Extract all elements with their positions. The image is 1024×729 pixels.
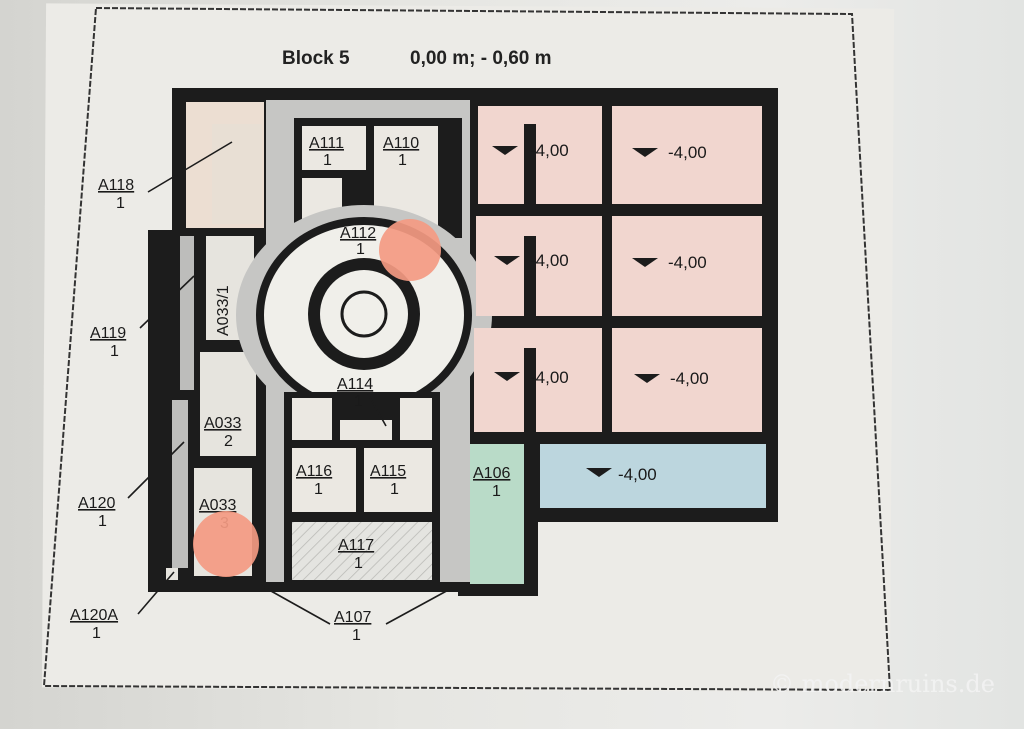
callout-label-code: A119 (90, 325, 126, 342)
room-label-num: 1 (314, 481, 323, 498)
level-label: -4,00 (618, 465, 657, 484)
room-label-code: A106 (473, 465, 510, 482)
central-ring (340, 290, 388, 338)
room-label-num: 1 (390, 481, 399, 498)
callout-label-code: A118 (98, 177, 134, 194)
room-label-code: A117 (338, 537, 374, 554)
room-label-code: A033 (204, 415, 241, 432)
level-marker-icon (586, 468, 612, 477)
corridor-a119 (180, 236, 194, 390)
basin-6 (612, 328, 762, 432)
callout-label-num: 1 (352, 627, 361, 644)
basin-blue (540, 444, 766, 508)
level-label: -4,00 (530, 141, 569, 160)
level-marker-icon (494, 372, 520, 381)
callout-label-code: A120 (78, 495, 115, 512)
basin-5 (474, 328, 602, 432)
room-label-code: A116 (296, 463, 332, 480)
basin-4 (612, 216, 762, 316)
callout-label-code: A120A (70, 607, 118, 624)
room-label-num: 1 (492, 483, 501, 500)
room-label-num: 1 (398, 152, 407, 169)
level-marker-icon (492, 146, 518, 155)
room-a117 (292, 522, 432, 580)
room-a114-annex (340, 420, 392, 440)
room-a111 (302, 126, 366, 170)
callout-label-num: 1 (110, 343, 119, 360)
level-marker-icon (634, 374, 660, 383)
watermark: © modernruins.de (770, 670, 995, 698)
room-label-num: 1 (354, 555, 363, 572)
room-label-num: 1 (356, 241, 365, 258)
level-label: -4,00 (668, 143, 707, 162)
room-a033-2 (200, 352, 256, 456)
room-a116 (292, 448, 356, 512)
sheet-frame (42, 6, 892, 692)
highlight-marker (379, 219, 441, 281)
room-label-code: A112 (340, 225, 376, 242)
level-marker-icon (632, 148, 658, 157)
room-label-num: 1 (323, 152, 332, 169)
room-label-code: A115 (370, 463, 406, 480)
callout-label-num: 1 (92, 625, 101, 642)
corridor-a120 (172, 400, 188, 568)
callout-label-code: A107 (334, 609, 371, 626)
highlight-marker (193, 511, 259, 577)
level-label: -4,00 (668, 253, 707, 272)
room-label-code: A033/1 (215, 285, 232, 336)
room-a106 (470, 444, 524, 584)
room-label-num: 2 (224, 433, 233, 450)
room-label-code: A114 (337, 376, 373, 393)
room-a115 (364, 448, 432, 512)
level-marker-icon (494, 256, 520, 265)
room-label-num: 1 (354, 393, 363, 410)
basin-2 (612, 106, 762, 204)
callout-label-num: 1 (98, 513, 107, 530)
level-label: -4,00 (670, 369, 709, 388)
leader-lines (127, 141, 453, 625)
block-title: Block 5 (282, 48, 350, 69)
basin-1 (478, 106, 602, 204)
basin-3 (476, 216, 602, 316)
elevation-range: 0,00 m; - 0,60 m (410, 48, 552, 69)
room-label-code: A110 (383, 135, 419, 152)
room-label-code: A033 (199, 497, 236, 514)
callout-label-num: 1 (116, 195, 125, 212)
level-label: -4,00 (530, 368, 569, 387)
level-marker-icon (632, 258, 658, 267)
room-label-code: A111 (309, 135, 344, 152)
level-label: -4,00 (530, 251, 569, 270)
